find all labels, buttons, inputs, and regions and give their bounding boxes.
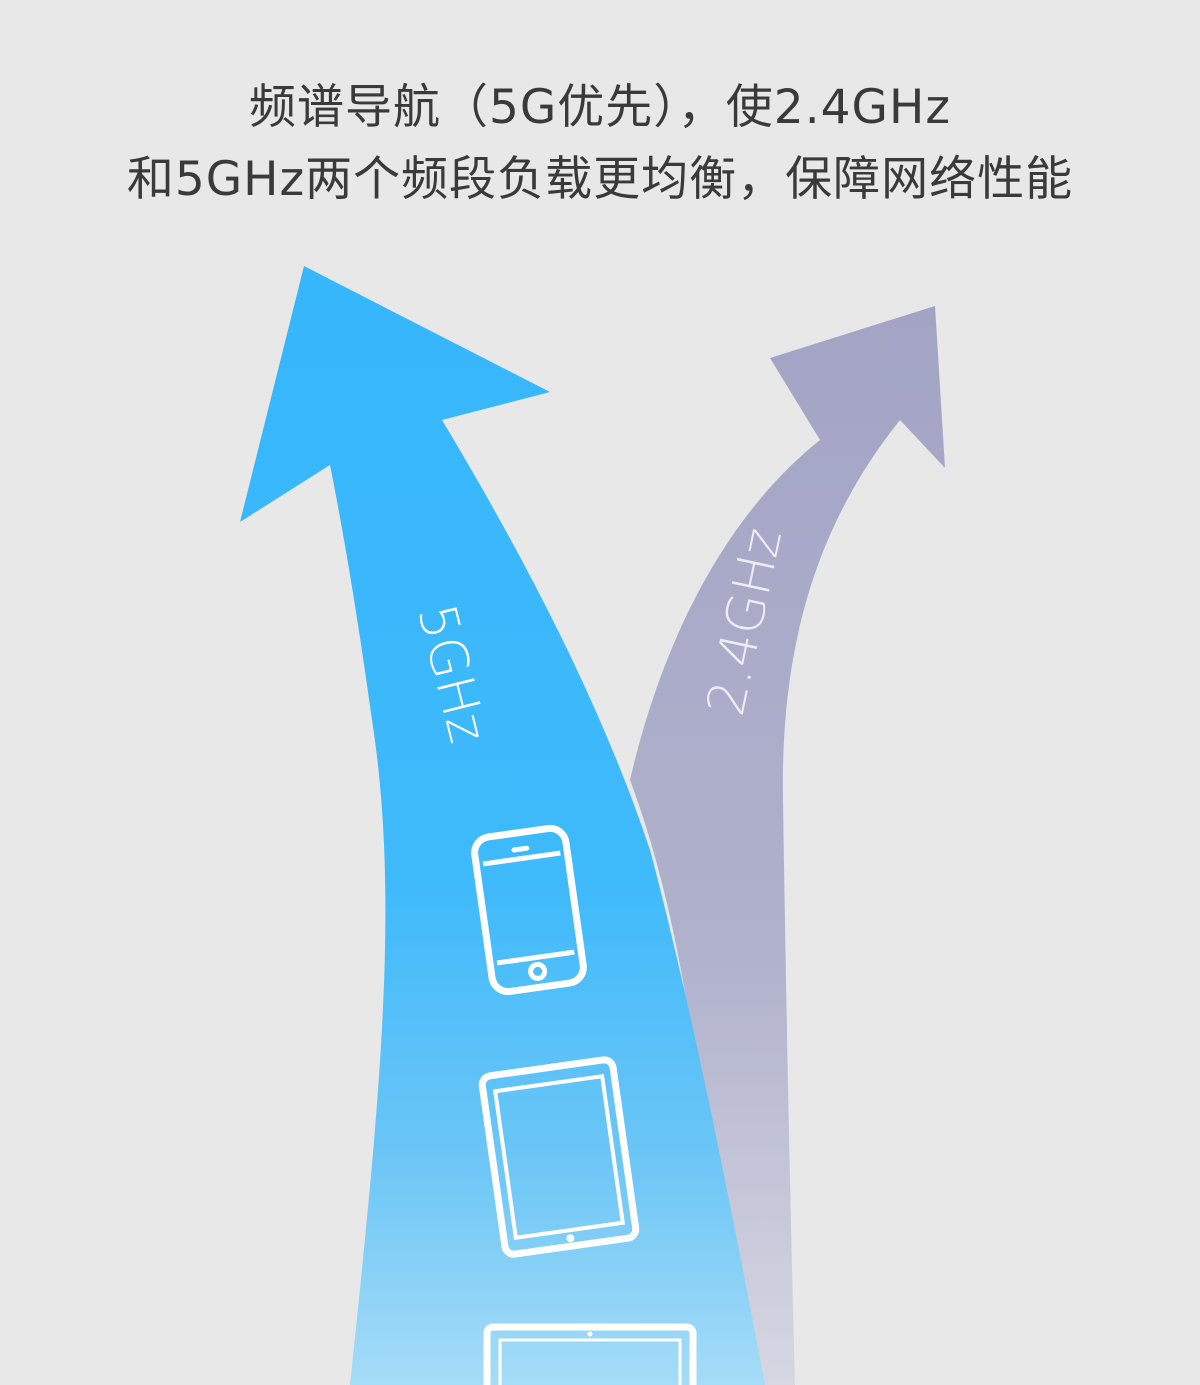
- tablet-icon: [478, 1056, 640, 1258]
- smartphone-icon: [471, 824, 587, 996]
- headline-line-2: 和5GHz两个频段负载更均衡，保障网络性能: [126, 152, 1074, 207]
- headline-line-1: 频谱导航（5G优先），使2.4GHz: [248, 80, 951, 135]
- headline: 频谱导航（5G优先），使2.4GHz 和5GHz两个频段负载更均衡，保障网络性能: [0, 72, 1200, 216]
- band-5ghz-arrow: [240, 266, 765, 1385]
- laptop-icon: [483, 1323, 697, 1385]
